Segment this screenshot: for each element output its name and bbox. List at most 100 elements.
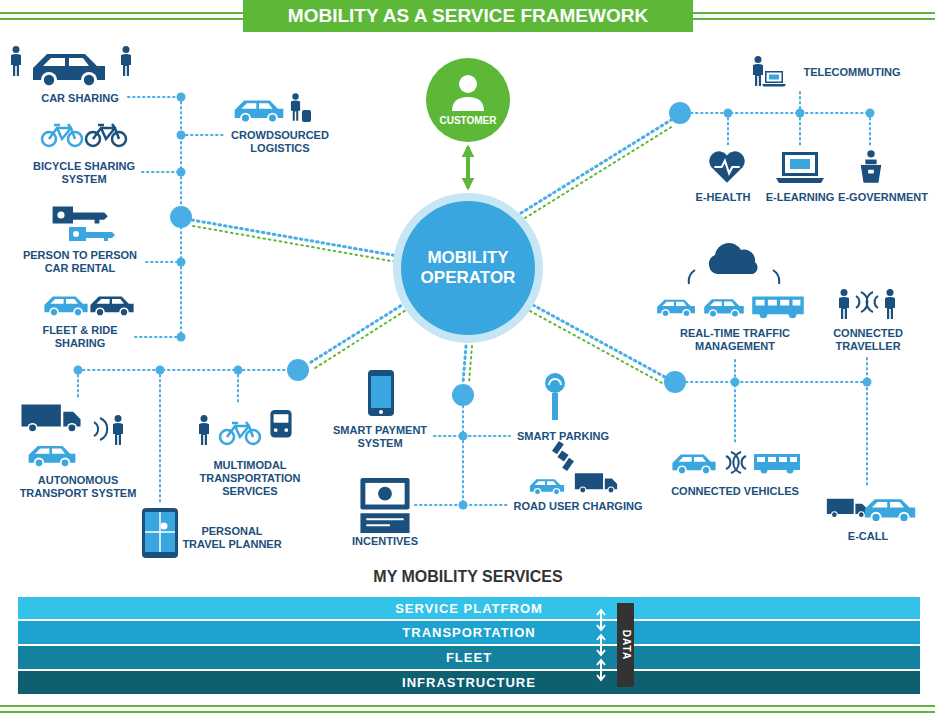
hub-dots (234, 366, 243, 375)
operator-links (192, 120, 671, 383)
hub-dots (664, 371, 686, 393)
service-icons (856, 292, 878, 312)
service-icons (270, 410, 291, 446)
service-icons (562, 458, 574, 471)
service-icons (709, 243, 758, 274)
service-label: CONNECTED VEHICLES (665, 485, 805, 498)
service-icons (689, 270, 779, 284)
layer-bands (597, 610, 605, 680)
customer-shape (426, 58, 510, 142)
service-icons (839, 289, 849, 319)
frame-lines (0, 13, 935, 712)
service-icons (753, 56, 763, 86)
service-trees (691, 92, 870, 145)
service-label: SMART PARKING (516, 430, 611, 443)
service-icons (776, 152, 824, 183)
service-trees (128, 97, 224, 337)
customer-icon (452, 97, 484, 111)
service-icons (302, 110, 311, 122)
service-icons (657, 300, 695, 318)
operator-links (193, 126, 673, 383)
service-icons (709, 151, 744, 182)
service-trees (78, 92, 870, 505)
service-icons (885, 289, 895, 319)
service-label: REAL-TIME TRAFFIC MANAGEMENT (660, 327, 810, 353)
service-icons (33, 54, 105, 88)
service-label: SMART PAYMENT SYSTEM (330, 424, 430, 450)
service-label: E-HEALTH (688, 191, 758, 204)
customer-disc (426, 58, 510, 142)
layer-band: INFRASTRUCTURE (18, 671, 920, 694)
hub-dots (724, 109, 733, 118)
service-icons (865, 499, 915, 523)
customer-icon (459, 75, 477, 93)
layer-bands (18, 597, 920, 694)
service-label: E-LEARNING (760, 191, 840, 204)
hub-dots (74, 93, 875, 510)
hub-dots (177, 168, 186, 177)
service-icons (121, 46, 131, 76)
hub-dots (170, 206, 192, 228)
service-icons (557, 450, 568, 461)
service-icons (552, 441, 574, 471)
service-icons (21, 404, 80, 432)
service-icons (44, 297, 87, 317)
hub-dots (177, 258, 186, 267)
service-icons (29, 446, 76, 468)
service-icons (235, 101, 284, 124)
customer-circle: CUSTOMER (426, 58, 510, 142)
service-label: MULTIMODAL TRANSPORTATION SERVICES (193, 459, 308, 498)
service-icons (726, 452, 746, 473)
node-text: CUSTOMER (426, 115, 510, 126)
node-text: INFRASTRUCTURE (402, 675, 536, 690)
hub-dots (287, 359, 309, 381)
service-icons (530, 479, 564, 495)
service-icons (861, 150, 882, 183)
service-icons (754, 454, 800, 474)
flow-arrow (466, 147, 470, 188)
hub-dots (459, 501, 468, 510)
service-icons (69, 227, 115, 241)
operator-links (192, 120, 671, 383)
hub-dots (669, 102, 691, 124)
operator-links (193, 126, 673, 383)
service-label: PERSONAL TRAVEL PLANNER (182, 525, 282, 551)
hub-dots (459, 432, 468, 441)
node-text: MOBILITY OPERATOR (406, 248, 530, 289)
service-label: E-CALL (838, 530, 898, 543)
hub-dots (796, 109, 805, 118)
service-icons (11, 46, 915, 558)
layer-band: SERVICE PLATFROM (18, 597, 920, 619)
layer-bands (18, 597, 920, 619)
service-icons (291, 93, 300, 121)
hub-dots (74, 366, 83, 375)
service-icons (360, 478, 409, 533)
hub-dots (731, 378, 740, 387)
service-icons (53, 207, 108, 224)
service-label: ROAD USER CHARGING (513, 500, 643, 513)
service-icons (827, 499, 867, 518)
service-label: E-GOVERNMENT (838, 191, 928, 204)
service-icons (220, 422, 260, 444)
service-icons (762, 71, 786, 87)
service-icons (199, 415, 209, 445)
layer-band: TRANSPORTATION (18, 621, 920, 644)
node-text: DATA (620, 630, 631, 660)
service-icons (752, 296, 804, 318)
service-icons (86, 124, 126, 146)
layer-bands (18, 621, 920, 644)
service-icons (42, 124, 82, 146)
hub-dots (866, 109, 875, 118)
node-text: TRANSPORTATION (402, 625, 535, 640)
service-label: PERSON TO PERSON CAR RENTAL (15, 249, 145, 275)
layer-band: FLEET (18, 646, 920, 669)
service-icons (90, 297, 133, 317)
service-label: CAR SHARING (30, 92, 130, 105)
frame-lines (243, 0, 693, 32)
service-label: TELECOMMUTING (802, 66, 902, 79)
service-label: FLEET & RIDE SHARING (30, 324, 130, 350)
service-label: CROWDSOURCED LOGISTICS (230, 129, 330, 155)
layer-bands (18, 646, 920, 669)
hub-dots (177, 131, 186, 140)
